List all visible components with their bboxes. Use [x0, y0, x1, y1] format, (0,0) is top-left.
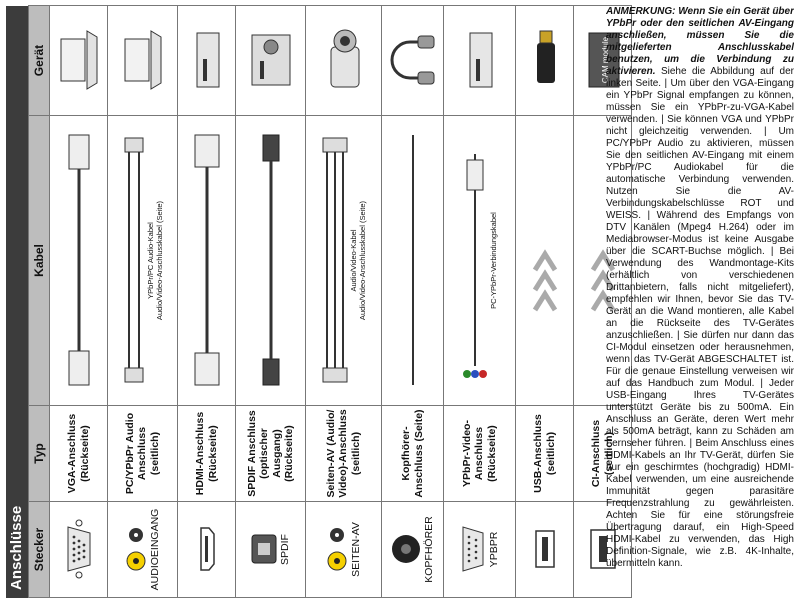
hdmi-port-icon [177, 501, 236, 598]
table-row: AUDIOEINGANG PC/YPbPr Audio Anschluss (s… [107, 5, 178, 598]
audio-cable-icon [124, 138, 144, 383]
player-icon [443, 5, 516, 116]
side-av-jack-icon [327, 528, 347, 571]
connector-label: SEITEN-AV [350, 522, 363, 577]
connector-label: YPBPR [488, 531, 501, 568]
table-row: HDMI-Anschluss (Rückseite) [177, 5, 236, 598]
connector-label: AUDIOEINGANG [149, 508, 162, 591]
row-type: USB-Anschluss (seitlich) [515, 405, 574, 502]
note-body: Siehe die Abbildung auf der linken Seite… [606, 66, 794, 569]
headphone-cable-icon [381, 115, 444, 406]
table-row: YPBPR YPbPr-Video-Anschluss (Rückseite) … [443, 5, 516, 598]
row-type: SPDIF Anschluss (optischer Ausgang) (Rüc… [235, 405, 306, 502]
row-type: Kopfhörer-Anschluss (Seite) [381, 405, 444, 502]
laptop-icon [107, 5, 178, 116]
usb-port-icon [515, 501, 574, 598]
ypbpr-port-icon [462, 526, 484, 573]
cable-label: Audio/Video-Anschlusskabel (Seite) [357, 200, 367, 321]
cam-module-text: CAM module [601, 37, 610, 84]
header-cable: Kabel [28, 115, 50, 406]
table-row: CI-Anschluss (seitlich) CAM module [573, 5, 632, 598]
laptop-icon [49, 5, 108, 116]
row-type: HDMI-Anschluss (Rückseite) [177, 405, 236, 502]
row-type: Seiten-AV (Audio/ Video)-Anschluss (seit… [305, 405, 382, 502]
connector-label: SPDIF [279, 534, 292, 565]
player-icon [177, 5, 236, 116]
chevron-arrows-icon [573, 115, 632, 406]
note-panel: ANMERKUNG: Wenn Sie ein Gerät über YPbPr… [606, 6, 794, 600]
table-row: VGA-Anschluss (Rückseite) [49, 5, 108, 598]
header-row: Stecker Typ Kabel Gerät [28, 5, 50, 598]
usb-stick-icon [515, 5, 574, 116]
camcorder-icon [305, 5, 382, 116]
optical-cable-icon [235, 115, 306, 406]
vga-cable-icon [49, 115, 108, 406]
headphones-icon [381, 5, 444, 116]
header-device: Gerät [28, 5, 50, 116]
row-type: VGA-Anschluss (Rückseite) [49, 405, 108, 502]
ci-slot-icon [573, 501, 632, 598]
connection-table: Stecker Typ Kabel Gerät VGA-Anschluss (R… [28, 5, 632, 598]
headphone-jack-icon [392, 535, 421, 564]
connector-label: KOPFHÖRER [423, 516, 436, 583]
audio-jack-icon [126, 528, 146, 571]
ypbpr-cable-icon [463, 154, 488, 379]
row-type: PC/YPbPr Audio Anschluss (seitlich) [107, 405, 178, 502]
note-lead: ANMERKUNG: Wenn Sie ein Gerät über YPbPr… [606, 6, 794, 77]
table-row: SPDIF SPDIF Anschluss (optischer Ausgang… [235, 5, 306, 598]
cable-label: PC-YPbPr-Verbindungskabel [489, 212, 499, 309]
table-row: KOPFHÖRER Kopfhörer-Anschluss (Seite) [381, 5, 444, 598]
header-connector: Stecker [28, 501, 50, 598]
table-row: SEITEN-AV Seiten-AV (Audio/ Video)-Ansch… [305, 5, 382, 598]
vga-port-icon [49, 501, 108, 598]
table-row: USB-Anschluss (seitlich) [515, 5, 574, 598]
hdmi-cable-icon [177, 115, 236, 406]
spdif-port-icon [251, 535, 277, 564]
chevron-arrows-icon [515, 115, 574, 406]
cable-label: Audio/Video-Anschlusskabel (Seite) [154, 200, 164, 321]
row-type: YPbPr-Video-Anschluss (Rückseite) [443, 405, 516, 502]
header-type: Typ [28, 405, 50, 502]
page-title: Anschlüsse [6, 6, 28, 598]
cam-module-icon: CAM module [573, 5, 632, 116]
av-cable-icon [322, 138, 348, 383]
amplifier-icon [235, 5, 306, 116]
